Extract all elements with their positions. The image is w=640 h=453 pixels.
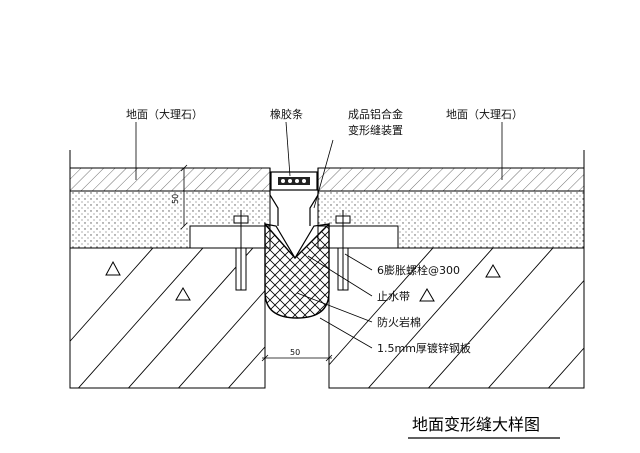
gap-width-label: 50 [290, 348, 300, 357]
concrete-slab-right [328, 247, 585, 389]
expansion-bolt-left [233, 210, 249, 291]
galvanized-plate [189, 225, 399, 249]
dimension-gap [261, 318, 333, 366]
marble-layer [69, 167, 585, 192]
label-floor-left: 地面（大理石） [126, 107, 203, 121]
dimension-thickness [180, 164, 188, 230]
label-fire-rock-wool: 防火岩棉 [377, 315, 421, 329]
label-aluminum-device-1: 成品铝合金 [348, 107, 403, 121]
thickness-label: 50 [171, 194, 180, 204]
label-rubber-strip: 橡胶条 [270, 107, 303, 121]
label-waterstop: 止水带 [377, 290, 410, 303]
concrete-slab-left [69, 247, 266, 389]
label-aluminum-device-2: 变形缝装置 [348, 123, 403, 137]
label-floor-right: 地面（大理石） [446, 107, 523, 121]
expansion-bolt-right [335, 210, 351, 291]
fire-rock-wool [264, 222, 330, 319]
rubber-strip [278, 177, 310, 185]
label-galvanized-plate: 1.5mm厚镀锌钢板 [377, 341, 471, 355]
drawing-title: 地面变形缝大样图 [412, 415, 540, 434]
label-expansion-bolt: 6膨胀螺栓@300 [377, 263, 460, 277]
leader-lines [135, 121, 503, 349]
